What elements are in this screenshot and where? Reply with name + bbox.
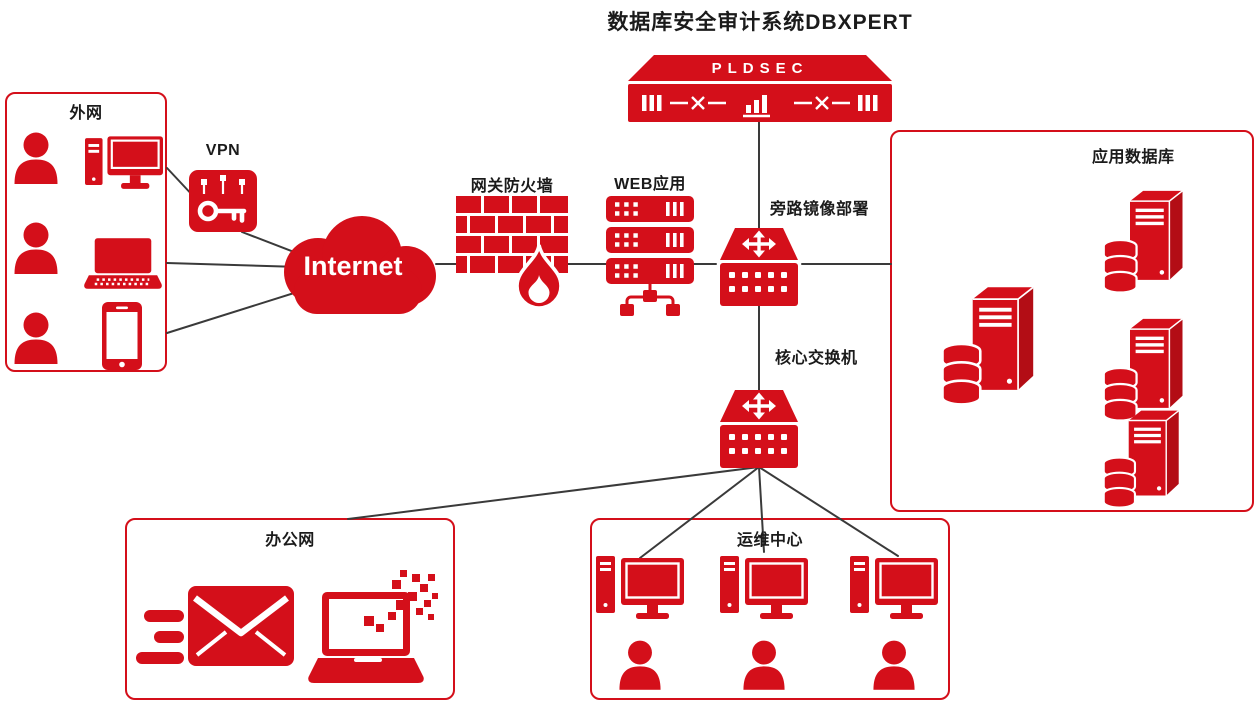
app-database-label: 应用数据库 [1092,149,1175,166]
smartphone-icon [102,302,142,370]
connection-line [758,466,765,553]
database-server-icon [1098,408,1188,508]
connection-line [758,466,899,557]
appliance-label: PLDSEC [711,60,809,77]
vpn-icon [189,164,257,238]
core-switch-icon [714,386,804,470]
ops-center-label: 运维中心 [736,532,803,549]
workstation-icon [720,556,808,626]
workstation-icon [596,556,684,626]
mirror-deploy-label: 旁路镜像部署 [770,201,870,218]
desktop-computer-icon [85,136,163,193]
connection-line [166,287,311,334]
operator-icon [618,640,662,690]
database-server-icon [1098,316,1192,421]
web-app-label: WEB应用 [614,176,686,193]
connection-line [166,262,301,268]
email-envelope-icon [188,586,294,666]
user-icon [13,132,59,184]
connection-line [347,466,760,520]
speed-lines-icon [136,610,184,664]
web-server-icon [606,196,694,316]
user-icon [13,222,59,274]
flame-icon [510,242,568,310]
office-network-label: 办公网 [265,532,315,549]
operator-icon [872,640,916,690]
app-database-box [890,130,1254,512]
database-server-icon [1098,188,1192,293]
mirror-switch-icon [714,224,804,308]
core-switch-label: 核心交换机 [775,350,858,367]
workstation-icon [850,556,938,626]
connection-line [639,466,760,559]
laptop-icon [84,238,162,289]
user-icon [13,312,59,364]
operator-icon [742,640,786,690]
vpn-label: VPN [205,142,241,159]
office-laptop-icon [306,566,438,692]
external-network-label: 外网 [69,105,103,122]
diagram-title: 数据库安全审计系统DBXPERT [607,11,913,34]
database-server-icon [936,284,1044,405]
internet-label: Internet [303,251,403,281]
firewall-label: 网关防火墙 [470,178,554,195]
